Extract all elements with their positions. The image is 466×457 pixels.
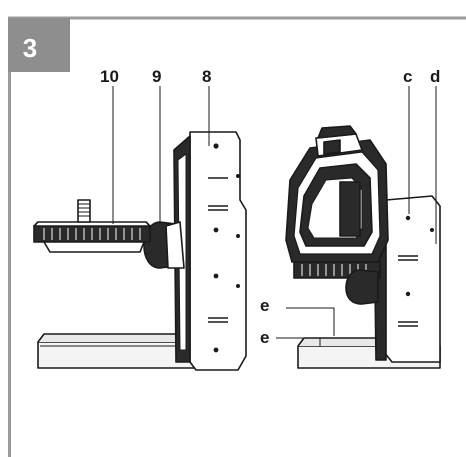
step-badge: 3 xyxy=(8,18,70,72)
callout-e-lower: e xyxy=(260,328,270,347)
callout-e-upper: e xyxy=(260,296,270,315)
laser-level-right xyxy=(285,125,441,369)
step-number: 3 xyxy=(22,32,38,63)
leader-lines xyxy=(112,86,437,346)
frame-border xyxy=(8,16,466,457)
bracket-marks xyxy=(208,177,228,323)
callout-9: 9 xyxy=(152,67,162,86)
callout-c: c xyxy=(403,67,413,86)
wall-bracket-left xyxy=(33,131,247,371)
callout-8: 8 xyxy=(202,67,212,86)
callout-10: 10 xyxy=(100,67,119,86)
callout-d: d xyxy=(430,67,441,86)
